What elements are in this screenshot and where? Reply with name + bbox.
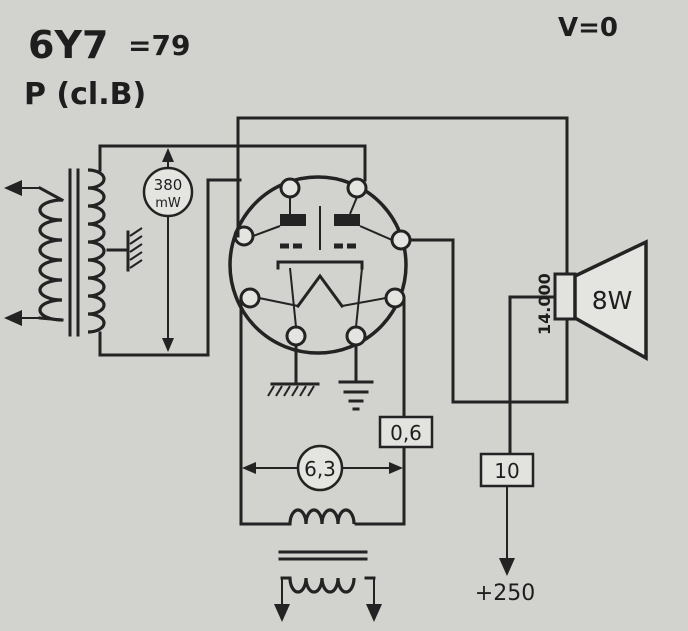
heater-current-label: 0,6 [390,421,422,445]
ground-icon [267,343,320,397]
supply-current-box [479,452,535,488]
plate-wire-left [236,116,569,277]
grid-wire-bottom [98,178,242,357]
speaker-power-label: 8W [592,286,633,315]
output-impedance-label: 14.000 [535,273,554,335]
heater-voltage-indicator [242,444,403,492]
plate-wire-right [408,238,569,404]
power-measurement-icon [142,148,194,352]
supply-voltage-label: +250 [475,581,535,606]
heater-wire-left [239,296,292,526]
heater-wire-right [354,296,406,526]
vacuum-tube-icon [228,175,412,355]
input-transformer-icon [4,168,143,337]
tube-type-label: 6Y7 [28,23,108,67]
heater-voltage-label: 6,3 [304,457,336,481]
grid-wire-top [98,144,367,182]
heater-current-box [378,415,434,449]
speaker-icon [573,239,648,361]
power-unit-label: mW [155,196,181,211]
operating-mode-label: P (cl.B) [24,77,146,112]
heater-transformer-icon [274,508,382,622]
tube-equivalent-label: =79 [128,29,190,62]
supply-current-label: 10 [494,459,519,483]
power-value-label: 380 [154,176,183,194]
v-label: V=0 [558,13,618,43]
chassis-ground-icon [338,343,374,411]
